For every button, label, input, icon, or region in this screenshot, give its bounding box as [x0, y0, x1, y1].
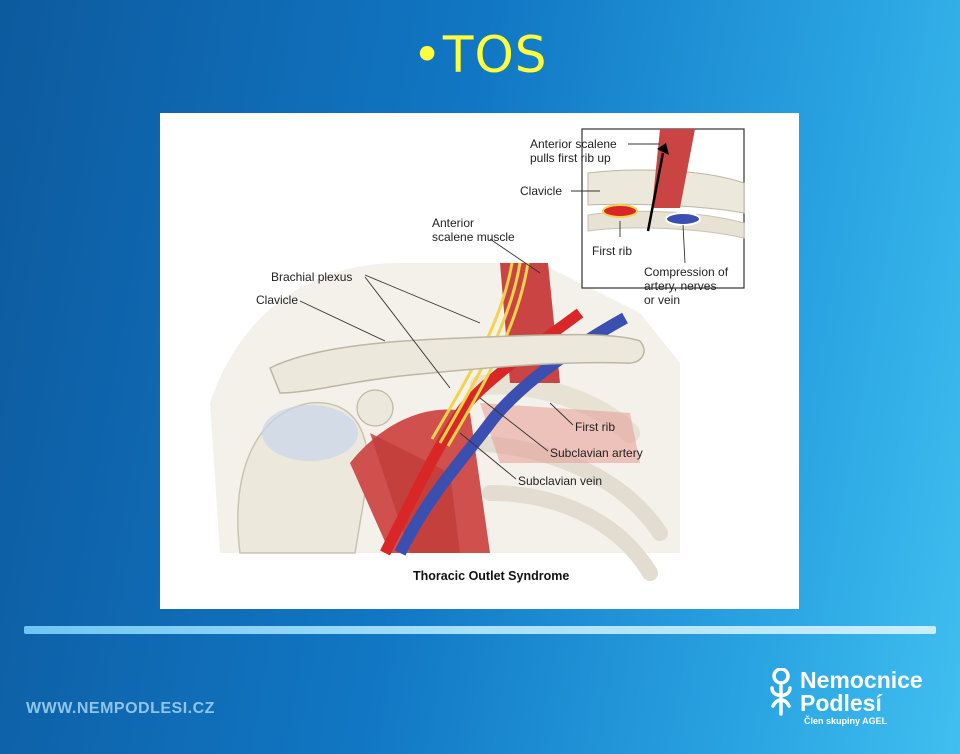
logo-text-line2: Podlesí [800, 690, 882, 716]
inset-artery-shape [602, 204, 638, 218]
hospital-logo: Nemocnice Podlesí Člen skupiny AGEL [768, 664, 948, 734]
label-first-rib: First rib [575, 420, 615, 434]
inset-label-first-rib: First rib [592, 244, 632, 258]
label-anterior-scalene-line1: Anterior [432, 216, 474, 230]
slide-title: •TOS [412, 26, 548, 84]
leader-line [479, 397, 549, 452]
tos-illustration: Brachial plexus Clavicle Anterior scalen… [160, 113, 799, 609]
inset-label-scalene-line1: Anterior scalene [530, 137, 617, 151]
leader-line [364, 274, 481, 324]
label-subclavian-artery: Subclavian artery [550, 446, 643, 460]
figure-caption: Thoracic Outlet Syndrome [413, 569, 569, 583]
leader-line [299, 300, 386, 342]
clavicle-shape [269, 333, 645, 394]
logo-icon [770, 668, 792, 716]
inset-label-clavicle: Clavicle [520, 184, 562, 198]
inset-label-compression-line2: artery, nerves [644, 279, 716, 293]
rib-shape [482, 485, 658, 581]
coracoid-shape [356, 389, 394, 427]
website-link[interactable]: WWW.NEMPODLESI.CZ [26, 700, 215, 717]
shoulder-joint-shape [262, 405, 358, 461]
anatomy-drawing: Brachial plexus Clavicle Anterior scalen… [210, 128, 745, 583]
inset-label-compression-line1: Compression of [644, 265, 729, 279]
label-subclavian-vein: Subclavian vein [518, 474, 602, 488]
inset-arrow-head [657, 143, 669, 155]
divider-bar [24, 626, 936, 634]
inset-label-compression-line3: or vein [644, 293, 680, 307]
logo-text-line1: Nemocnice [800, 667, 923, 693]
label-clavicle: Clavicle [256, 293, 298, 307]
leader-line [682, 224, 686, 264]
inset-arrow-line [646, 152, 665, 232]
inset-label-scalene-line2: pulls first rib up [530, 151, 611, 165]
leader-line [459, 432, 517, 480]
logo-subtitle: Člen skupiny AGEL [804, 716, 888, 726]
leader-line [364, 276, 451, 389]
label-brachial-plexus: Brachial plexus [271, 270, 352, 284]
rib-shape [452, 435, 668, 541]
label-anterior-scalene-line2: scalene muscle [432, 230, 515, 244]
leader-line [549, 402, 574, 426]
intercostal-muscle-shape [480, 403, 640, 463]
leader-line [489, 238, 541, 274]
inset-vein-shape [665, 212, 701, 226]
